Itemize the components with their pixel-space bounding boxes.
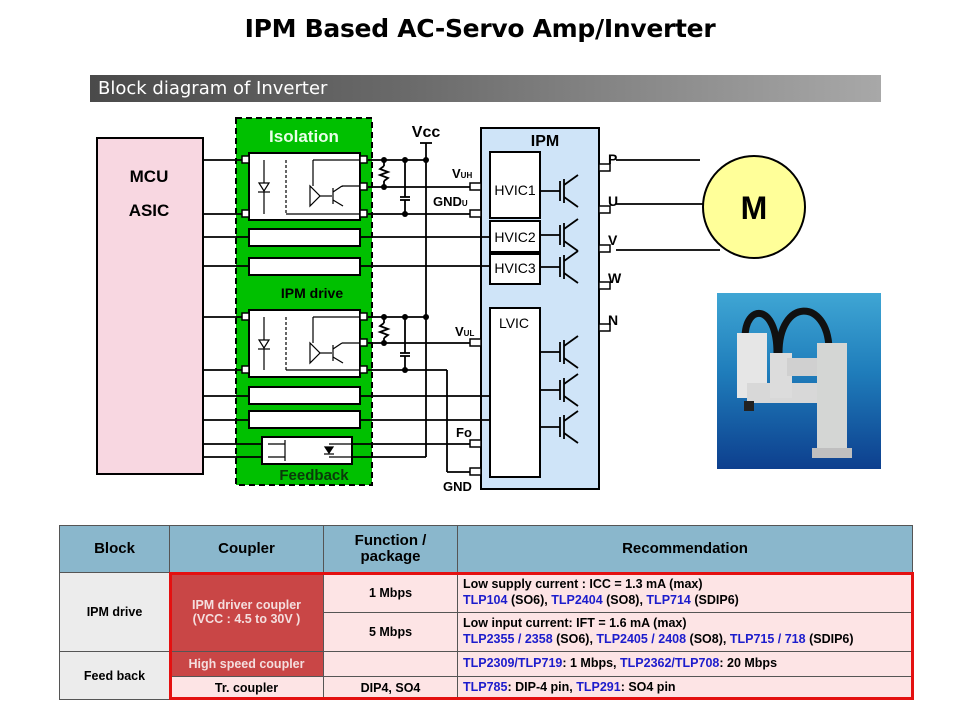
- hvic3-label: HVIC3: [494, 260, 535, 276]
- cell-coupler: IPM driver coupler (VCC : 4.5 to 30V ): [169, 572, 324, 652]
- output-pin-n: N: [608, 312, 618, 328]
- part-note: : 20 Mbps: [719, 656, 778, 671]
- part-number-link[interactable]: TLP2362/TLP708: [620, 656, 720, 671]
- cell-recommendation: TLP785: DIP-4 pin, TLP291: SO4 pin: [457, 676, 913, 700]
- table-row: Feed back High speed coupler TLP2309/TLP…: [59, 651, 913, 700]
- vcc-label: Vcc: [412, 124, 441, 141]
- part-number-link[interactable]: TLP2404: [551, 592, 603, 607]
- hvic1-label: HVIC1: [494, 182, 535, 198]
- cell-coupler: Tr. coupler: [169, 676, 324, 700]
- coupler-slot: [248, 257, 361, 276]
- ipm-title: IPM: [531, 133, 559, 150]
- part-number-link[interactable]: TLP2405 / 2408: [596, 632, 687, 646]
- feedback-coupler: [261, 436, 353, 465]
- part-number-link[interactable]: TLP2355 / 2358: [463, 632, 553, 646]
- igbt-transistors: [540, 174, 579, 444]
- ipm-drive-label: IPM drive: [281, 285, 343, 301]
- output-pin-w: W: [608, 270, 622, 286]
- part-note: (SDIP6): [805, 632, 854, 646]
- part-note: (SO8),: [686, 632, 730, 646]
- cell-function: 1 Mbps: [323, 572, 458, 613]
- header-function: Function / package: [323, 525, 458, 573]
- output-pin-u: U: [608, 193, 618, 209]
- hvic2-label: HVIC2: [494, 229, 535, 245]
- mcu-label: MCU: [130, 167, 169, 186]
- part-note: : SO4 pin: [620, 680, 676, 695]
- gnd-label: GND: [443, 479, 472, 494]
- rec-parts: TLP785: DIP-4 pin, TLP291: SO4 pin: [463, 680, 907, 696]
- rec-parts: TLP2309/TLP719: 1 Mbps, TLP2362/TLP708: …: [463, 656, 907, 672]
- part-note: (SDIP6): [690, 592, 739, 607]
- fo-label: Fo: [456, 425, 472, 440]
- recommendation-table: Block Coupler Function / package Recomme…: [59, 525, 913, 700]
- cell-block: IPM drive: [59, 572, 170, 652]
- ipm-output-pins: [598, 163, 611, 332]
- pin-pads: [241, 155, 482, 476]
- signal-wires: [203, 142, 720, 473]
- rec-description: Low supply current : ICC = 1.3 mA (max): [463, 576, 703, 591]
- cell-function: 5 Mbps: [323, 612, 458, 652]
- cell-coupler: High speed coupler: [169, 651, 324, 677]
- hvic3-block: [489, 253, 541, 285]
- cell-function: DIP4, SO4: [323, 676, 458, 700]
- cell-function: [323, 651, 458, 677]
- table-row: IPM drive IPM driver coupler (VCC : 4.5 …: [59, 572, 913, 652]
- header-block: Block: [59, 525, 170, 573]
- part-number-link[interactable]: TLP715 / 718: [729, 632, 806, 646]
- coupler-slot: [248, 410, 361, 429]
- part-number-link[interactable]: TLP2309/TLP719: [463, 656, 563, 671]
- scara-robot-photo: [717, 293, 881, 469]
- lvic-block: [489, 307, 541, 478]
- inverter-block-diagram: MCU ASIC Isolation IPM drive Feedback Vc…: [96, 117, 806, 494]
- optocoupler-internals: [257, 159, 360, 461]
- coupler-slot: [248, 386, 361, 405]
- junction-dots: [381, 157, 429, 373]
- gndu-label: GNDU: [433, 194, 468, 209]
- cell-recommendation: Low supply current : ICC = 1.3 mA (max) …: [457, 572, 913, 613]
- part-number-link[interactable]: TLP785: [463, 680, 508, 695]
- part-note: (SO6),: [552, 632, 597, 646]
- part-number-link[interactable]: TLP104: [463, 592, 508, 607]
- hvic1-block: [489, 151, 541, 219]
- table-row: 5 Mbps Low input current: IFT = 1.6 mA (…: [60, 612, 913, 652]
- rec-parts: TLP2355 / 2358 (SO6), TLP2405 / 2408 (SO…: [463, 632, 907, 648]
- part-note: : 1 Mbps,: [562, 656, 621, 671]
- lvic-label: LVIC: [499, 315, 529, 331]
- header-recommendation: Recommendation: [457, 525, 913, 573]
- isolation-title: Isolation: [269, 127, 339, 146]
- rec-description: Low input current: IFT = 1.6 mA (max): [463, 616, 687, 631]
- section-header-bar: Block diagram of Inverter: [90, 75, 881, 102]
- cell-recommendation: TLP2309/TLP719: 1 Mbps, TLP2362/TLP708: …: [457, 651, 913, 677]
- table-header-row: Block Coupler Function / package Recomme…: [59, 525, 913, 573]
- part-number-link[interactable]: TLP714: [646, 592, 691, 607]
- hvic2-block: [489, 220, 541, 253]
- part-note: : DIP-4 pin,: [507, 680, 577, 695]
- header-coupler: Coupler: [169, 525, 324, 573]
- rec-parts: TLP104 (SO6), TLP2404 (SO8), TLP714 (SDI…: [463, 593, 907, 609]
- part-note: (SO6),: [507, 592, 552, 607]
- cell-recommendation: Low input current: IFT = 1.6 mA (max) TL…: [457, 612, 913, 652]
- output-pin-v: V: [608, 232, 618, 248]
- vuh-label: VUH: [452, 166, 472, 181]
- section-header-label: Block diagram of Inverter: [98, 78, 328, 99]
- mcu-asic-block: [96, 137, 204, 475]
- output-pin-p: P: [608, 151, 617, 167]
- cell-block: Feed back: [59, 651, 170, 700]
- feedback-label: Feedback: [279, 467, 349, 484]
- part-note: (SO8),: [602, 592, 647, 607]
- asic-label: ASIC: [129, 201, 170, 220]
- vul-label: VUL: [455, 324, 474, 339]
- motor-label: M: [741, 190, 768, 226]
- slide-title: IPM Based AC-Servo Amp/Inverter: [244, 14, 716, 43]
- coupler-slot: [248, 228, 361, 247]
- table-row: Tr. coupler DIP4, SO4 TLP785: DIP-4 pin,…: [60, 676, 913, 700]
- motor-symbol: [702, 155, 806, 259]
- part-number-link[interactable]: TLP291: [576, 680, 621, 695]
